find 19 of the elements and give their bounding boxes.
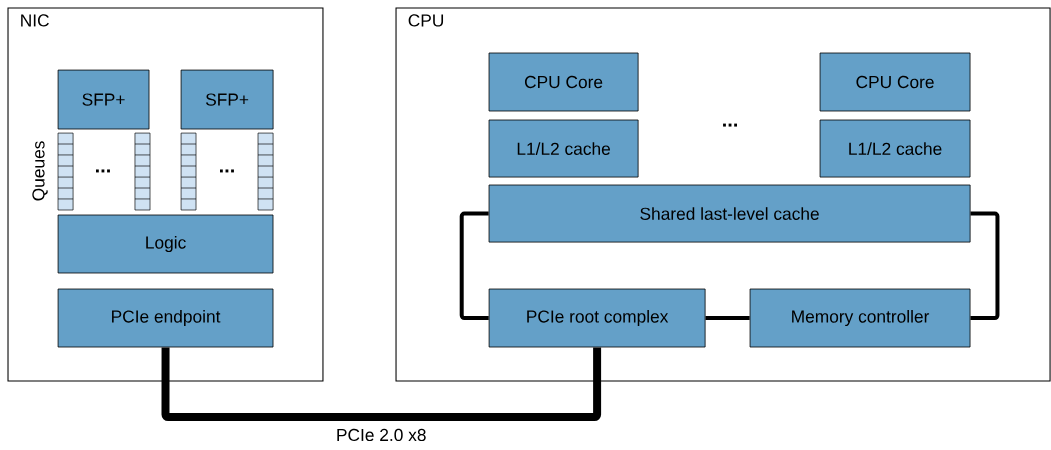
component-box: CPU Core xyxy=(819,52,971,112)
component-box: L1/L2 cache xyxy=(819,119,971,178)
component-box: PCIe root complex xyxy=(488,288,706,348)
connector-line xyxy=(459,211,489,320)
component-box: PCIe endpoint xyxy=(57,288,274,348)
connector-line xyxy=(705,316,750,320)
edge-label: PCIe 2.0 x8 xyxy=(337,428,426,442)
component-box: Memory controller xyxy=(749,288,971,348)
annotation-text: ... xyxy=(723,123,737,127)
annotation-text: Queues xyxy=(32,141,48,201)
annotation-text: ... xyxy=(220,169,234,173)
component-box: Logic xyxy=(57,214,274,274)
component-box: SFP+ xyxy=(180,69,274,130)
component-box: SFP+ xyxy=(57,69,150,130)
component-box: L1/L2 cache xyxy=(488,119,639,178)
connector-line xyxy=(970,211,1000,320)
annotation-text: ... xyxy=(96,169,110,173)
component-box: Shared last-level cache xyxy=(488,184,971,243)
component-box: CPU Core xyxy=(488,52,639,112)
